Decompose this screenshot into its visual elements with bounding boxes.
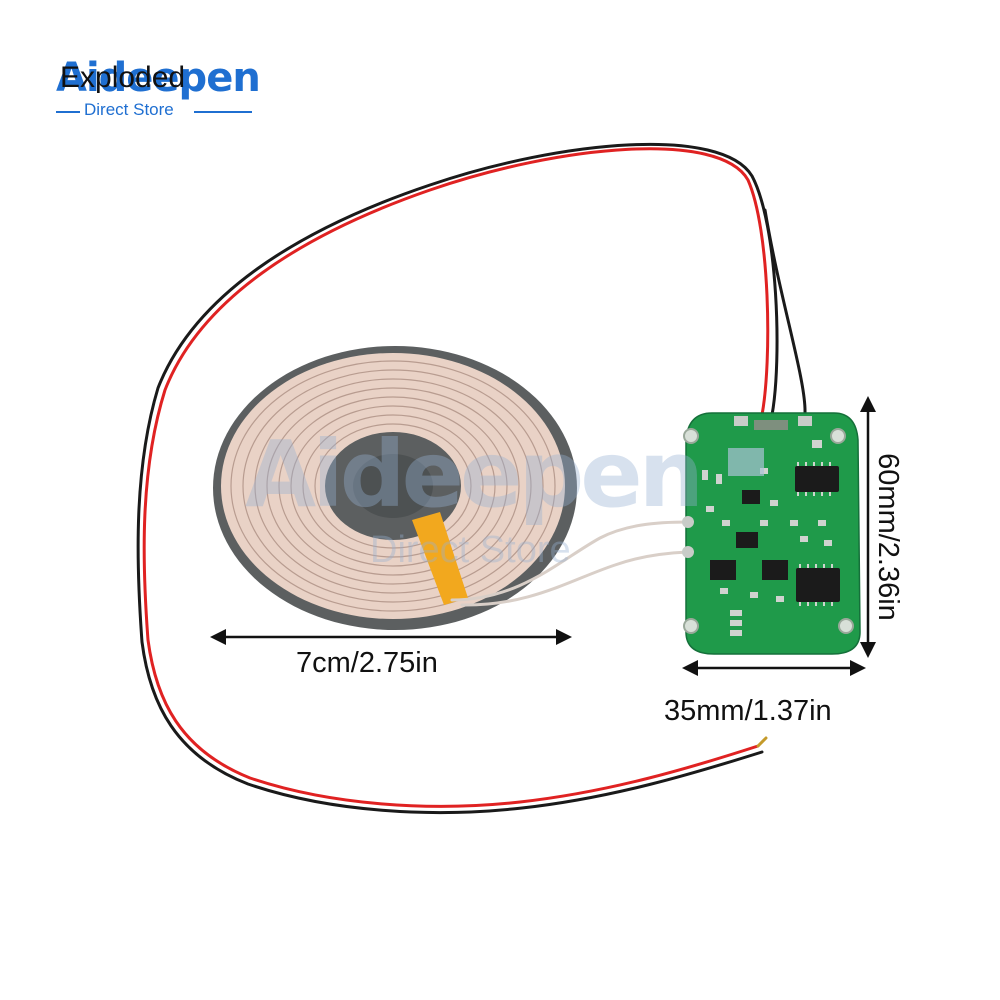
logo-brand-text: Aideepen xyxy=(56,55,261,101)
dimension-arrows xyxy=(210,396,876,676)
logo-subtitle: Direct Store xyxy=(84,100,174,119)
logo-overlay-text: Exploded xyxy=(60,61,186,94)
coil-tape xyxy=(412,512,468,605)
coil-leads xyxy=(450,520,690,607)
logo-line-right xyxy=(194,111,252,113)
board-height-label: 60mm/2.36in xyxy=(872,453,904,621)
brand-logo: Aideepen Exploded Direct Store xyxy=(56,56,296,126)
watermark-brand: Aideepen xyxy=(245,421,704,528)
board-width-label: 35mm/1.37in xyxy=(664,695,832,727)
watermark-subtitle: Direct Store xyxy=(370,529,571,571)
power-cable xyxy=(136,142,807,815)
charging-coil xyxy=(213,346,577,630)
pcb-board xyxy=(682,412,861,655)
coil-diameter-label: 7cm/2.75in xyxy=(296,647,438,679)
logo-line-left xyxy=(56,111,80,113)
